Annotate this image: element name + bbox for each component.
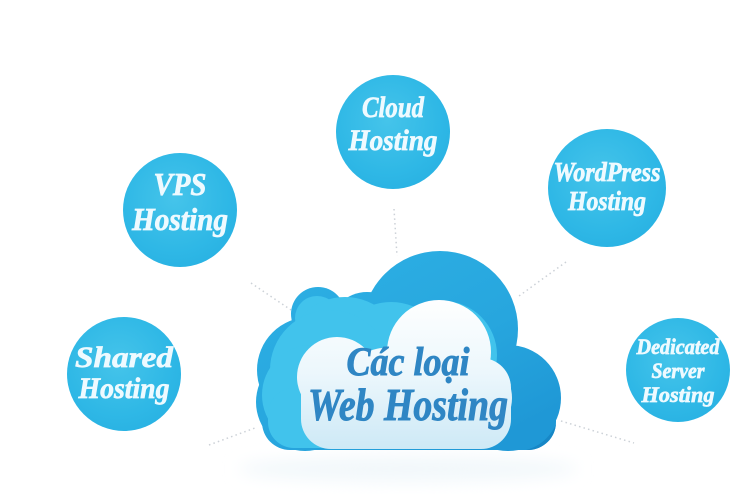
svg-text:Hosting: Hosting bbox=[131, 201, 228, 237]
svg-text:Server: Server bbox=[652, 358, 705, 383]
svg-text:Hosting: Hosting bbox=[348, 124, 438, 157]
svg-text:Cloud: Cloud bbox=[362, 91, 425, 124]
svg-text:WordPress: WordPress bbox=[554, 157, 661, 187]
svg-text:Hosting: Hosting bbox=[78, 372, 170, 405]
svg-text:VPS: VPS bbox=[154, 166, 207, 202]
svg-text:Hosting: Hosting bbox=[640, 382, 714, 407]
svg-text:Hosting: Hosting bbox=[567, 186, 646, 216]
svg-text:Shared: Shared bbox=[75, 341, 174, 374]
svg-text:Dedicated: Dedicated bbox=[636, 334, 721, 359]
svg-text:Các loại: Các loại bbox=[347, 339, 470, 384]
svg-text:Web Hosting: Web Hosting bbox=[308, 379, 508, 430]
